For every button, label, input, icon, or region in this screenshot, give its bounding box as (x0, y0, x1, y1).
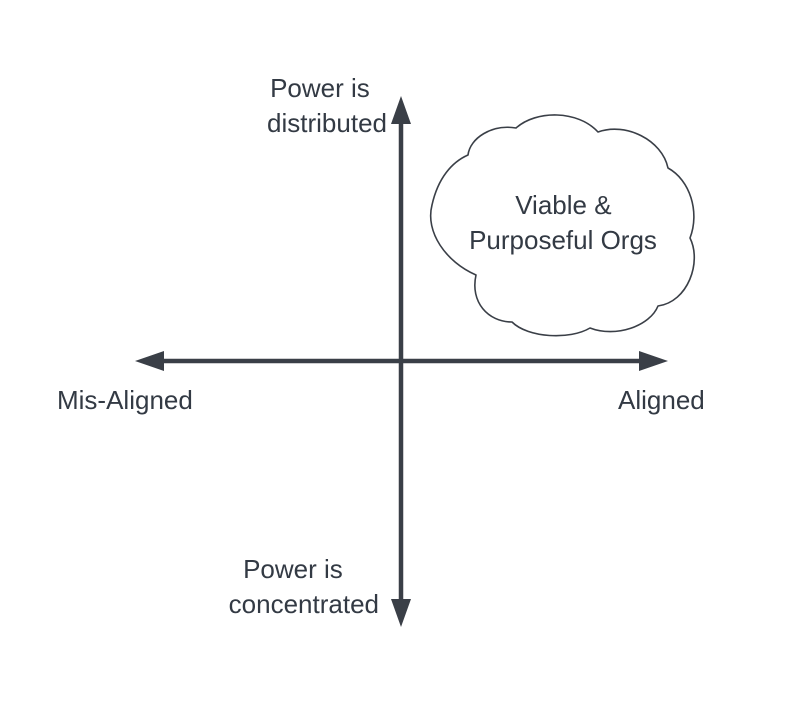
axis-bottom-label-line-1: Power is (243, 554, 343, 584)
horizontal-axis-left-arrowhead (135, 351, 164, 371)
axis-right-label: Aligned (618, 385, 705, 415)
cloud-label-line-2: Purposeful Orgs (469, 225, 657, 255)
axis-top-label: Power is distributed (267, 73, 387, 138)
axis-bottom-label: Power is concentrated (229, 554, 379, 619)
cloud-label-line-1: Viable & (515, 190, 611, 220)
axis-top-label-line-2: distributed (267, 108, 387, 138)
cloud-shape (429, 114, 695, 337)
vertical-axis-top-arrowhead (391, 96, 411, 124)
axis-top-label-line-1: Power is (270, 73, 370, 103)
axis-bottom-label-line-2: concentrated (229, 589, 379, 619)
horizontal-axis-right-arrowhead (639, 351, 668, 371)
vertical-axis-bottom-arrowhead (391, 599, 411, 627)
cloud-label: Viable & Purposeful Orgs (469, 190, 657, 255)
axis-left-label: Mis-Aligned (57, 385, 193, 415)
